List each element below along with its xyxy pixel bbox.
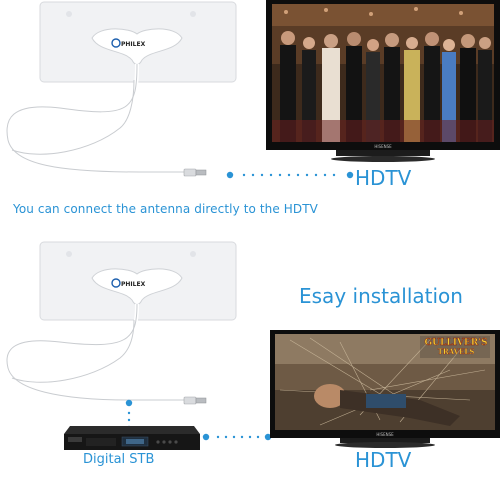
- antenna-top: PHILEX: [5, 1, 237, 177]
- hdtv-label-top: HDTV: [355, 166, 412, 190]
- antenna-bottom: PHILEX: [5, 241, 237, 405]
- connect-directly-caption: You can connect the antenna directly to …: [13, 202, 318, 216]
- connection-dots-stb-vertical: [125, 399, 133, 429]
- movie-title-line1: GULLIVER'S: [425, 338, 488, 348]
- hdtv-label-bottom: HDTV: [355, 448, 412, 472]
- antenna-brand-logo-bottom: PHILEX: [121, 281, 146, 288]
- tv-brand-logo-top: HISENSE: [374, 144, 392, 149]
- hdtv-top-image: HISENSE: [266, 0, 500, 162]
- connection-dots-bottom: [202, 433, 272, 441]
- connection-dots-top: [226, 171, 354, 179]
- tv-brand-logo-bottom: HISENSE: [376, 432, 394, 437]
- digital-stb-image: [64, 426, 200, 450]
- movie-title-line2: TRAVELS: [438, 347, 475, 356]
- antenna-brand-logo: PHILEX: [121, 41, 146, 48]
- easy-installation-caption: Esay installation: [299, 284, 463, 308]
- digital-stb-label: Digital STB: [83, 452, 155, 467]
- hdtv-bottom-image: GULLIVER'S TRAVELS HISENSE: [270, 330, 500, 448]
